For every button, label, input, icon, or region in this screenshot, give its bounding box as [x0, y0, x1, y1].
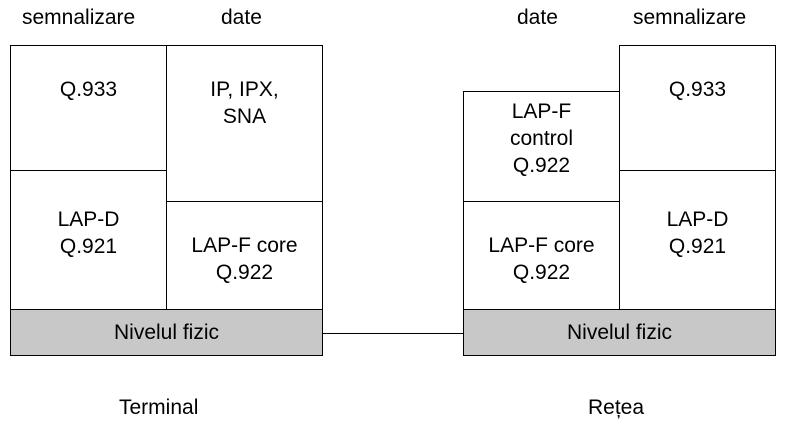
terminal-caption: Terminal [119, 396, 199, 419]
physical-link-line [322, 333, 464, 334]
terminal-q933-label: Q.933 [59, 78, 118, 101]
terminal-lapf-core-box: LAP-F core Q.922 [166, 201, 323, 310]
network-lapd-label: LAP-D Q.921 [666, 208, 729, 258]
terminal-lapd-box: LAP-D Q.921 [10, 170, 167, 310]
network-caption: Rețea [588, 396, 645, 419]
terminal-signaling-header: semnalizare [22, 6, 136, 29]
network-data-header: date [517, 6, 558, 29]
terminal-data-protocols-box: IP, IPX, SNA [166, 45, 323, 202]
terminal-lapf-core-label: LAP-F core Q.922 [191, 234, 298, 284]
network-physical-layer-box: Nivelul fizic [463, 309, 776, 356]
network-signaling-header: semnalizare [633, 6, 747, 29]
terminal-lapd-label: LAP-D Q.921 [57, 208, 120, 258]
terminal-physical-layer-box: Nivelul fizic [10, 309, 323, 356]
network-lapd-box: LAP-D Q.921 [619, 170, 776, 310]
network-lapf-core-label: LAP-F core Q.922 [488, 234, 595, 284]
terminal-data-protocols-label: IP, IPX, SNA [210, 78, 279, 128]
network-lapf-core-box: LAP-F core Q.922 [463, 201, 620, 310]
network-q933-box: Q.933 [619, 45, 776, 171]
network-q933-label: Q.933 [668, 78, 727, 101]
terminal-data-header: date [221, 6, 262, 29]
network-physical-layer-label: Nivelul fizic [566, 321, 673, 344]
terminal-q933-box: Q.933 [10, 45, 167, 171]
terminal-physical-layer-label: Nivelul fizic [113, 321, 220, 344]
network-lapf-control-label: LAP-F control Q.922 [509, 100, 574, 177]
network-lapf-control-box: LAP-F control Q.922 [463, 91, 620, 202]
